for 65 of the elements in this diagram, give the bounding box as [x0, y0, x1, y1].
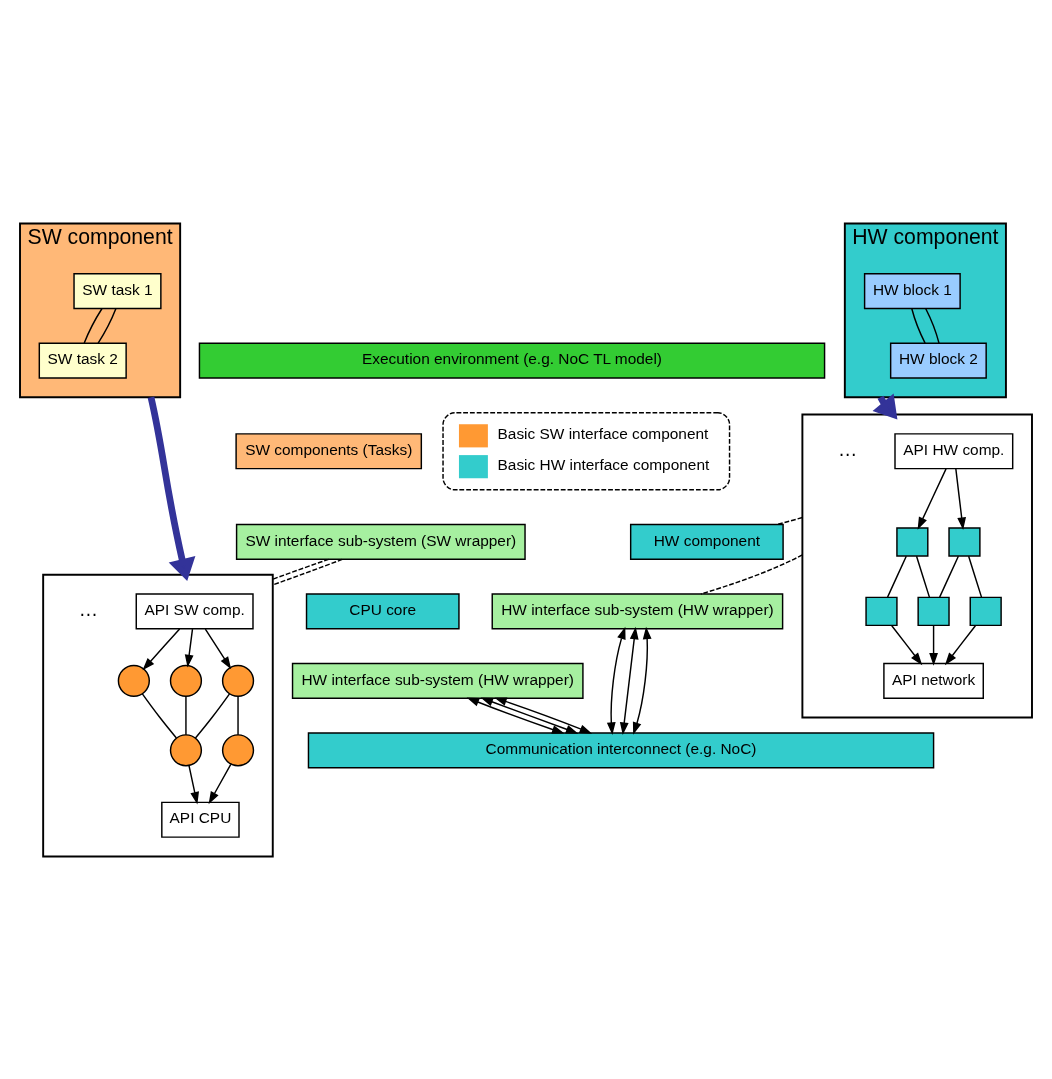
legend-label: Basic SW interface component — [497, 424, 709, 442]
node-box: SW components (Tasks) — [235, 432, 423, 469]
arrow — [208, 763, 232, 804]
connector — [915, 555, 931, 598]
node-box: HW component — [629, 523, 784, 560]
arrow — [142, 627, 181, 670]
node-box: HW interface sub-system (HW wrapper) — [291, 662, 584, 699]
arrow — [147, 396, 196, 581]
label: … — [78, 598, 99, 620]
arrow — [606, 626, 626, 735]
node-box — [865, 596, 898, 626]
arrow — [944, 624, 977, 665]
cluster — [42, 573, 274, 857]
node-box: HW block 2 — [889, 341, 987, 379]
node-circle — [221, 733, 255, 766]
node-box: HW block 1 — [863, 272, 961, 309]
node-box — [896, 526, 929, 557]
connector — [967, 555, 983, 598]
arrow — [619, 626, 639, 735]
node-circle — [169, 733, 203, 766]
connector — [141, 692, 178, 739]
connector — [83, 307, 103, 344]
node-box — [948, 526, 981, 557]
connector — [886, 555, 907, 598]
node-box: Communication interconnect (e.g. NoC) — [307, 731, 935, 768]
legend-label: Basic HW interface component — [497, 455, 710, 473]
connector — [700, 553, 804, 595]
node-box: CPU core — [305, 592, 460, 629]
node-box: API CPU — [161, 801, 240, 838]
arrow — [204, 627, 232, 669]
connector — [776, 516, 804, 525]
arrow — [632, 626, 652, 735]
node-circle — [117, 664, 150, 697]
arrow — [929, 624, 938, 666]
node-box: API network — [883, 662, 984, 699]
arrow — [891, 624, 923, 665]
connector — [938, 555, 960, 598]
node-box: SW interface sub-system (SW wrapper) — [235, 523, 526, 560]
connector — [925, 307, 940, 344]
connector — [194, 692, 231, 739]
node-box: API HW comp. — [894, 432, 1014, 469]
node-box: SW task 1 — [73, 272, 162, 309]
connector — [237, 695, 239, 735]
connector — [911, 307, 926, 344]
cluster — [801, 413, 1033, 718]
node-box: SW task 2 — [38, 341, 127, 379]
node-circle — [221, 664, 255, 697]
node-box: HW interface sub-system (HW wrapper) — [491, 592, 784, 629]
node-circle — [169, 664, 203, 697]
node-box: API SW comp. — [135, 592, 254, 629]
arrow — [955, 467, 967, 530]
label: … — [838, 438, 858, 460]
node-box — [969, 596, 1002, 626]
connector — [97, 307, 117, 344]
connector — [272, 558, 330, 580]
arrow — [188, 764, 199, 804]
node-box: Execution environment (e.g. NoC TL model) — [198, 341, 826, 379]
connector — [272, 558, 343, 586]
node-box — [917, 596, 950, 626]
arrow — [917, 467, 947, 530]
connector — [185, 695, 187, 735]
arrow — [466, 697, 565, 734]
arrow — [494, 696, 593, 734]
arrow — [184, 627, 194, 667]
arrow — [480, 697, 579, 734]
